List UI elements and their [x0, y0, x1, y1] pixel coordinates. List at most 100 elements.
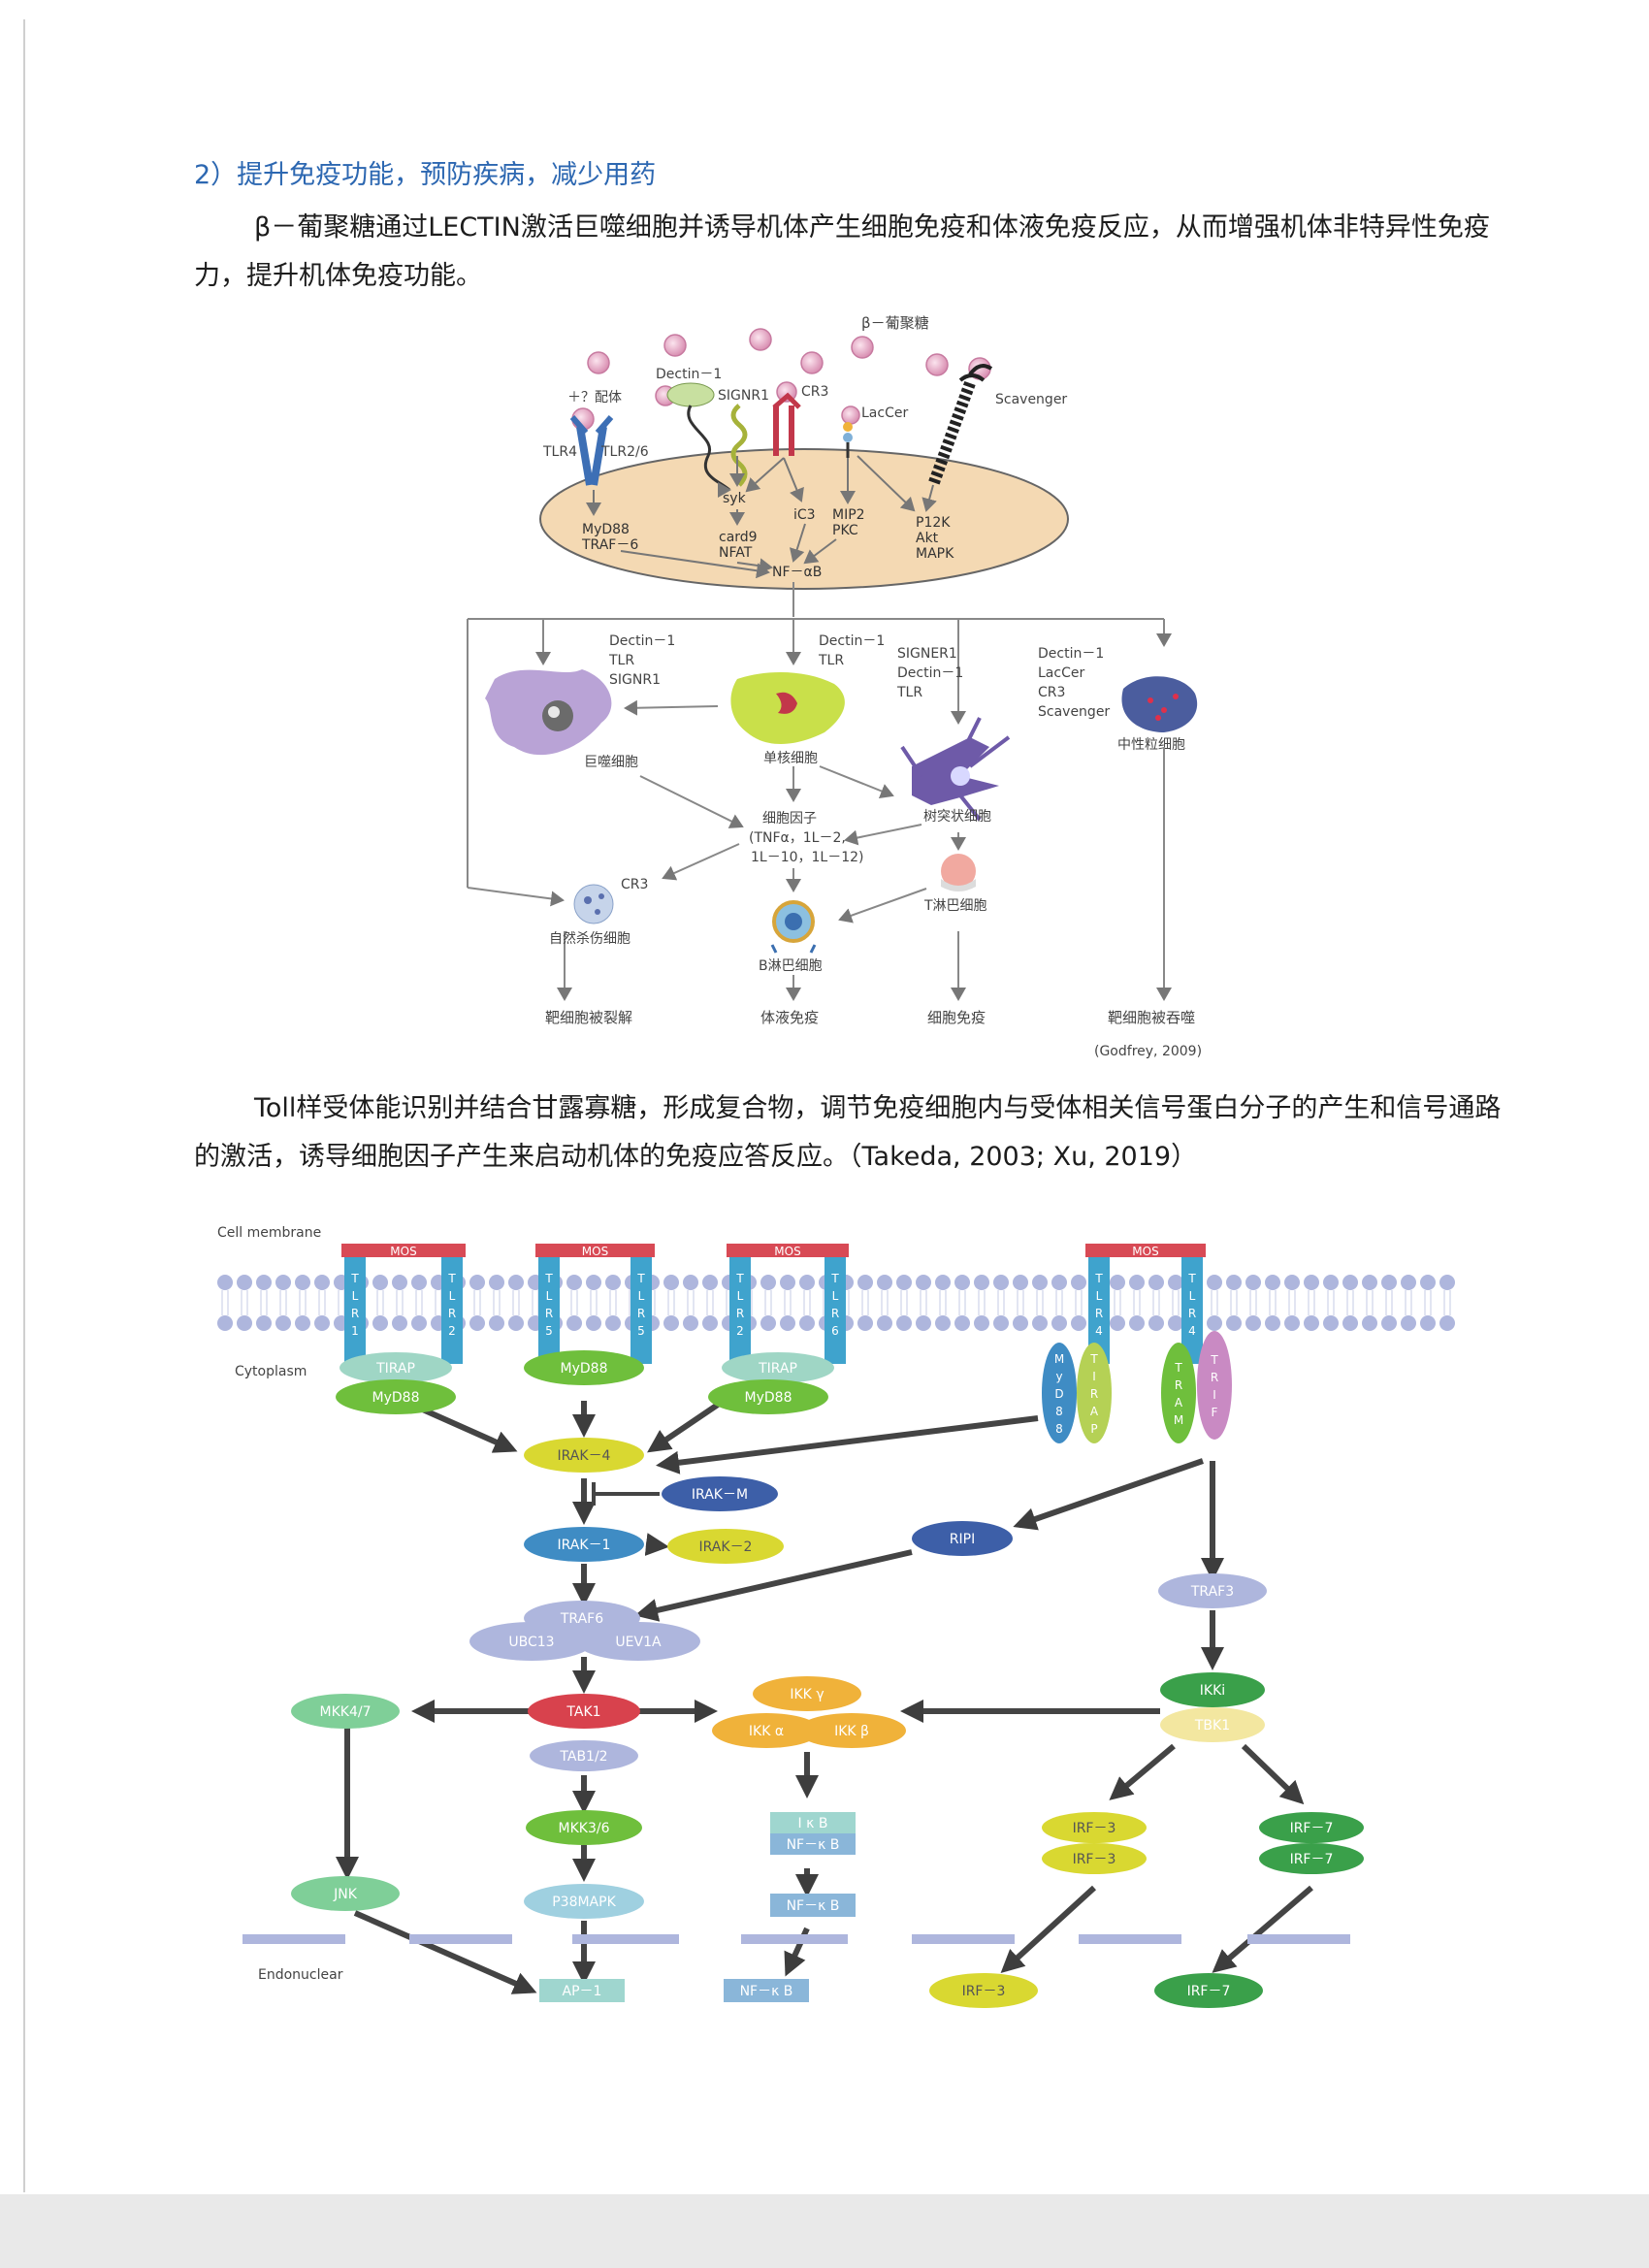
irakm-inhibition [592, 1482, 660, 1506]
tlr-receptor [1088, 1257, 1110, 1364]
ikkb-node: IKK β [797, 1713, 906, 1748]
tlr-receptor-letter: L [449, 1289, 456, 1303]
scan-bottom-band [0, 2194, 1649, 2268]
uev1a-node: UEV1A [576, 1622, 700, 1661]
signr1-receptor-icon [730, 404, 748, 487]
d1-nfkb: NF－αB [772, 565, 822, 580]
mos-label: MOS [1132, 1245, 1158, 1258]
out-lysis: 靶细胞被裂解 [545, 1009, 632, 1026]
tbk1-node: TBK1 [1160, 1707, 1265, 1742]
irakm-node: IRAK－M [662, 1476, 778, 1511]
irf7-node-b: IRF－7 [1259, 1843, 1364, 1874]
tlr-receptor [1181, 1257, 1203, 1364]
ikkg-node-label: IKK γ [790, 1687, 824, 1702]
mos-label: MOS [582, 1245, 608, 1258]
dectin-receptor-icon [666, 382, 730, 492]
d1-nfat: NFAT [719, 545, 753, 561]
rec-dendritic-2: TLR [896, 685, 922, 700]
nfkb-free-node: NF－κ B [770, 1894, 856, 1917]
trif-vertical-letter: I [1212, 1388, 1216, 1402]
ubc13-node-label: UBC13 [508, 1635, 554, 1650]
cr3-label: CR3 [801, 384, 828, 400]
lacer-receptor-icon [843, 422, 853, 458]
traf3-node-label: TRAF3 [1190, 1584, 1234, 1600]
ikkb-node-label: IKK β [834, 1724, 869, 1739]
tlr-receptor-letter: 5 [637, 1324, 645, 1338]
tlr-receptor [824, 1257, 846, 1364]
tirap-node-1-label: TIRAP [375, 1361, 415, 1377]
irf3-node-b-label: IRF－3 [1073, 1852, 1116, 1867]
citation: (Godfrey, 2009) [1094, 1044, 1202, 1059]
irf7-nucleus-node: IRF－7 [1154, 1973, 1263, 2008]
p38mapk-node: P38MAPK [524, 1884, 644, 1919]
irf3-nucleus-node: IRF－3 [929, 1973, 1038, 2008]
tlr-receptor-letter: T [636, 1272, 645, 1285]
rec-neutro-2: CR3 [1038, 685, 1065, 700]
rec-mono-1: TLR [818, 653, 844, 668]
tlr-receptor-icon [569, 415, 614, 486]
myd88-vertical-letter: 8 [1055, 1422, 1063, 1436]
d1-ic3: iC3 [793, 507, 816, 523]
tab12-node-label: TAB1/2 [559, 1749, 607, 1765]
d1-myd88: MyD88 [582, 522, 630, 537]
out-phago: 靶细胞被吞噬 [1108, 1009, 1195, 1026]
myd88-node-1: MyD88 [336, 1379, 456, 1414]
tlr-receptor-letter: R [736, 1307, 744, 1320]
neutrophil-label: 中性粒细胞 [1117, 737, 1185, 753]
tlr-receptor [344, 1257, 366, 1364]
macrophage-cell-icon [485, 669, 612, 756]
cytoplasm-label: Cytoplasm [235, 1364, 307, 1379]
tlr-receptor-letter: R [637, 1307, 645, 1320]
tlr-receptor-letter: L [352, 1289, 359, 1303]
dectin1-label: Dectin－1 [656, 367, 722, 382]
myd88-vertical: MyD88 [1042, 1343, 1077, 1443]
tlr-receptor-letter: R [351, 1307, 359, 1320]
tlr-receptor-letter: T [1187, 1272, 1196, 1285]
cr3-nk-label: CR3 [621, 877, 648, 892]
paragraph-beta-glucan-text: β－葡聚糖通过LECTIN激活巨噬细胞并诱导机体产生细胞免疫和体液免疫反应，从而… [194, 212, 1490, 291]
tlr-receptor [630, 1257, 652, 1364]
irf3-node-b: IRF－3 [1042, 1843, 1147, 1874]
cell-ellipse [539, 448, 1069, 590]
irf7-nucleus-node-label: IRF－7 [1187, 1984, 1231, 1999]
myd88-node-2-label: MyD88 [561, 1361, 608, 1377]
tlr-receptor-letter: L [832, 1289, 839, 1303]
ikkg-node: IKK γ [753, 1676, 861, 1711]
ikb-node-label: I κ B [798, 1816, 828, 1831]
scavenger-receptor-icon [927, 364, 993, 488]
rec-neutro-3: Scavenger [1038, 704, 1110, 720]
irak2-node: IRAK－2 [667, 1529, 784, 1564]
d1-card9: card9 [719, 530, 758, 545]
nk-label: 自然杀伤细胞 [549, 930, 630, 947]
tirap-node-3-label: TIRAP [758, 1361, 797, 1377]
tbk1-node-label: TBK1 [1194, 1718, 1230, 1733]
tlr-receptor [441, 1257, 463, 1364]
nk-cell-icon [573, 884, 614, 924]
mos-bar [535, 1244, 655, 1257]
ligand-label: ＋？配体 [567, 390, 622, 405]
rec-macro-1: TLR [608, 653, 634, 668]
mkk47-node-label: MKK4/7 [320, 1704, 372, 1720]
tlr-receptor-letter: 1 [351, 1324, 359, 1338]
tirap-vertical-letter: P [1090, 1422, 1097, 1436]
rip1-node-label: RIPI [950, 1532, 975, 1547]
irak4-node: IRAK－4 [524, 1438, 644, 1473]
tlr-receptor-letter: R [1095, 1307, 1103, 1320]
irakm-node-label: IRAK－M [692, 1487, 748, 1503]
nucleus-membrane [242, 1934, 1350, 1944]
tlr-receptor-letter: R [831, 1307, 839, 1320]
tlr-receptor-letter: T [830, 1272, 839, 1285]
ikki-node-label: IKKi [1200, 1683, 1225, 1699]
tlr-receptor [729, 1257, 751, 1364]
tirap-vertical-letter: A [1090, 1405, 1099, 1418]
tlr-receptor-letter: L [1189, 1289, 1196, 1303]
tirap-vertical: TIRAP [1077, 1343, 1112, 1443]
tlr-receptor-letter: L [638, 1289, 645, 1303]
nfkb-free-node-label: NF－κ B [787, 1898, 840, 1914]
irf7-node-a-label: IRF－7 [1290, 1821, 1334, 1836]
dendritic-cell-icon [900, 717, 1011, 822]
rec-dendritic-0: SIGNER1 [897, 646, 957, 662]
